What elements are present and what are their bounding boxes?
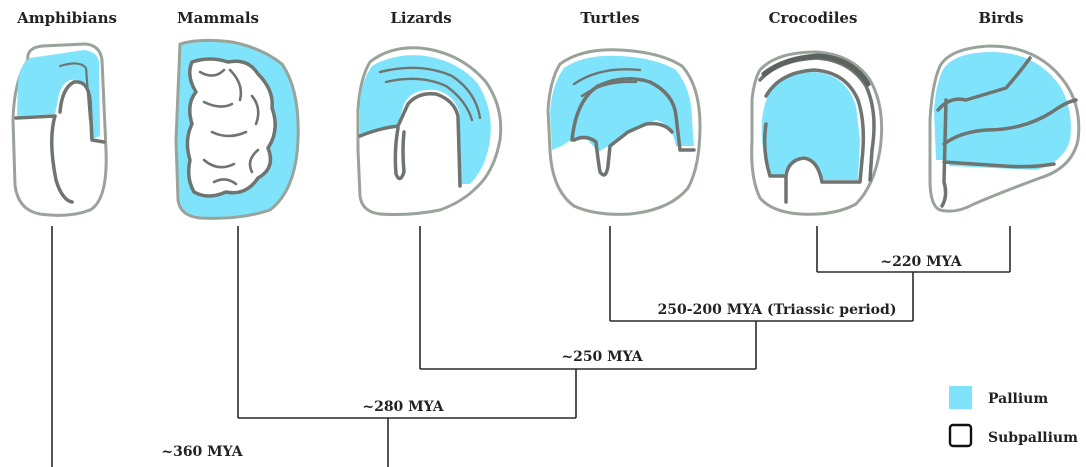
taxon-label-turtles: Turtles (580, 9, 639, 27)
taxon-label-mammals: Mammals (177, 9, 259, 27)
divergence-label-crocodiles-birds: ~220 MYA (880, 254, 962, 270)
divergence-label-amphibians: ~360 MYA (161, 444, 243, 460)
divergence-label-mammals: ~280 MYA (362, 399, 444, 415)
taxon-label-birds: Birds (978, 9, 1023, 27)
divergence-label-lizards: ~250 MYA (561, 349, 643, 365)
pallium-swatch (949, 386, 972, 409)
taxon-label-crocodiles: Crocodiles (769, 9, 858, 27)
brain-mammals (176, 40, 298, 218)
brain-turtles (548, 50, 700, 215)
divergence-label-turtles-archosaurs: 250-200 MYA (Triassic period) (658, 302, 897, 318)
subpallium-swatch (950, 425, 971, 446)
taxon-label-amphibians: Amphibians (16, 9, 117, 27)
legend: Pallium Subpallium (949, 386, 1078, 446)
brain-amphibians (13, 44, 106, 215)
brain-birds (930, 46, 1079, 211)
phylogenetic-tree (52, 226, 1010, 467)
brain-lizards (358, 48, 501, 215)
taxon-label-lizards: Lizards (390, 9, 451, 27)
legend-pallium-label: Pallium (988, 391, 1048, 407)
brain-crocodiles (752, 52, 882, 214)
legend-subpallium-label: Subpallium (988, 430, 1078, 446)
